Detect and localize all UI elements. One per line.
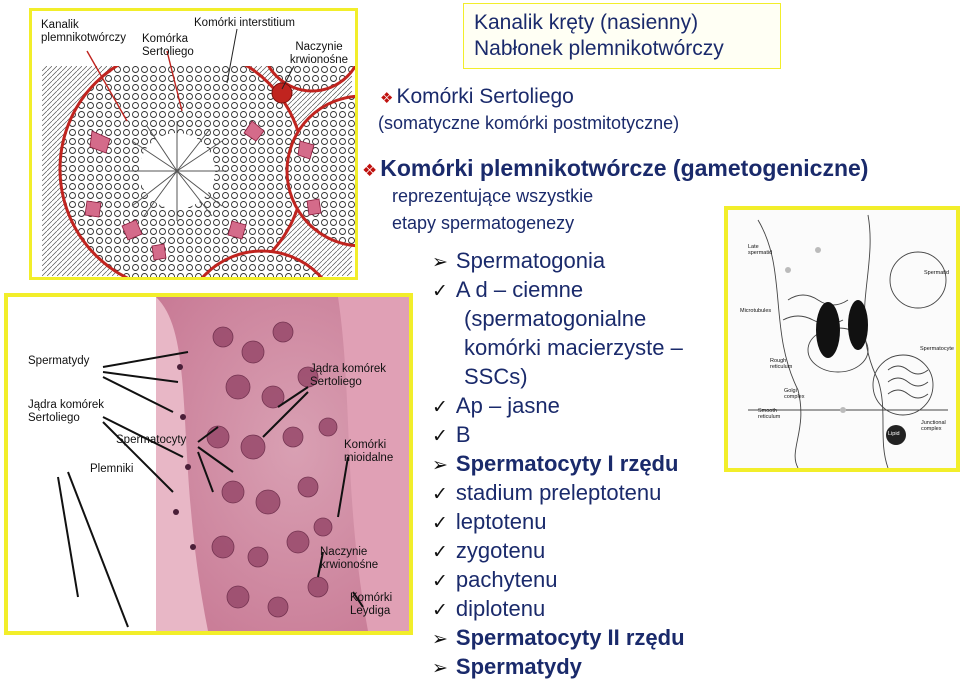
stage-list-item-text: A d – ciemne: [455, 277, 584, 302]
stage-list-item: SSCs): [464, 363, 528, 391]
stage-list-item: ✓B: [432, 421, 471, 450]
histology-micrograph-figure: Spermatydy Jądra komórek Sertoliego Sper…: [4, 293, 413, 635]
em-label-microtubules: Microtubules: [740, 308, 772, 314]
label-komorka-sertoliego: Komórka Sertoliego: [142, 33, 194, 58]
diamond-bullet-icon: ❖: [380, 89, 394, 107]
stage-list-item: ➢ Spermatocyty I rzędu: [432, 450, 678, 479]
label-kanalik: Kanalik plemnikotwórczy: [41, 19, 126, 44]
stage-list-item: ✓ pachytenu: [432, 566, 557, 595]
stage-list-item: (spermatogonialne: [464, 305, 646, 333]
checkmark-icon: ✓: [432, 425, 448, 447]
checkmark-icon: ✓: [432, 280, 448, 302]
stage-list-item: komórki macierzyste –: [464, 334, 683, 362]
label-komorki-interstitium: Komórki interstitium: [194, 17, 295, 29]
label-naczynie-krwionosne-micro: Naczynie krwionośne: [320, 546, 379, 571]
label-jadra-komorek-sertoliego-right: Jądra komórek Sertoliego: [310, 363, 387, 388]
stage-list-item: ✓ stadium preleptotenu: [432, 479, 661, 508]
em-drawing: [728, 210, 956, 468]
title-line-2: Nabłonek plemnikotwórczy: [474, 37, 724, 60]
stage-list-item: ➢ Spermatydy: [432, 653, 582, 682]
title-line-1: Kanalik kręty (nasienny): [474, 11, 699, 34]
stage-list-item: ➢ Spermatocyty II rzędu: [432, 624, 685, 653]
stage-list-item-text: Spermatogonia: [455, 248, 606, 273]
em-label-junctional-complex: Junctional complex: [921, 420, 946, 432]
stage-list-item-text: komórki macierzyste –: [464, 335, 683, 360]
em-label-lipid: Lipid: [888, 431, 900, 437]
stage-list-item: ✓ leptotenu: [432, 508, 546, 537]
sertoli-sub: (somatyczne komórki postmitotyczne): [378, 113, 680, 133]
em-label-late-spermatid: Late spermatid: [748, 244, 773, 256]
stage-list-item-text: zygotenu: [455, 538, 546, 563]
stage-list-item: ✓ diplotenu: [432, 595, 545, 624]
label-plemniki: Plemniki: [90, 463, 134, 475]
stage-list-item-text: Spermatydy: [455, 654, 582, 679]
germ-heading: ❖Komórki plemnikotwórcze (gametogeniczne…: [362, 154, 868, 185]
stage-list-item-text: leptotenu: [455, 509, 547, 534]
germ-heading-text: Komórki plemnikotwórcze (gametogeniczne): [380, 155, 869, 181]
arrow-bullet-icon: ➢: [432, 657, 448, 679]
checkmark-icon: ✓: [432, 599, 448, 621]
germ-sub-2: etapy spermatogenezy: [392, 213, 575, 233]
em-label-golgi-complex: Golgi complex: [784, 388, 805, 400]
title-box: Kanalik kręty (nasienny) Nabłonek plemni…: [463, 3, 781, 69]
tubule-schematic-drawing: [32, 11, 355, 277]
checkmark-icon: ✓: [432, 483, 448, 505]
label-komorki-leydiga: Komórki Leydiga: [350, 592, 393, 617]
stage-list-item: ✓ Ap – jasne: [432, 392, 560, 421]
stage-list-item-text: SSCs): [464, 364, 528, 389]
stage-list-item: ✓ zygotenu: [432, 537, 545, 566]
micrograph-drawing: [8, 297, 409, 631]
label-spermatocyty: Spermatocyty: [116, 434, 187, 446]
stage-list-item: ✓ A d – ciemne: [432, 276, 583, 305]
label-komorki-mioidalne: Komórki mioidalne: [344, 439, 394, 464]
stage-list-item-text: pachytenu: [455, 567, 558, 592]
stage-list-item-text: Ap – jasne: [455, 393, 560, 418]
checkmark-icon: ✓: [432, 512, 448, 534]
checkmark-icon: ✓: [432, 396, 448, 418]
stage-list-item-text: Spermatocyty II rzędu: [455, 625, 685, 650]
label-jadra-komorek-sertoliego-left: Jądra komórek Sertoliego: [28, 399, 105, 424]
arrow-bullet-icon: ➢: [432, 251, 448, 273]
tubule-schematic-figure: Kanalik plemnikotwórczy Komórka Sertolie…: [29, 8, 358, 280]
label-spermatydy: Spermatydy: [28, 355, 90, 367]
em-label-spermatid: Spermatid: [924, 270, 950, 276]
em-label-rough-reticulum: Rough reticulum: [770, 358, 793, 370]
checkmark-icon: ✓: [432, 570, 448, 592]
em-sertoli-figure: Late spermatid Spermatid Microtubules Sp…: [724, 206, 960, 472]
stage-list-item-text: stadium preleptotenu: [455, 480, 662, 505]
sertoli-heading-text: Komórki Sertoliego: [396, 85, 574, 108]
arrow-bullet-icon: ➢: [432, 454, 448, 476]
stage-list-item-text: (spermatogonialne: [464, 306, 647, 331]
sertoli-heading: ❖Komórki Sertoliego: [380, 84, 574, 111]
arrow-bullet-icon: ➢: [432, 628, 448, 650]
germ-sub-1: reprezentujące wszystkie: [392, 186, 594, 206]
em-label-smooth-reticulum: Smooth reticulum: [758, 408, 781, 420]
label-naczynie-krwionosne: Naczynie krwionośne: [289, 41, 349, 66]
diamond-bullet-icon: ❖: [362, 161, 378, 181]
stage-list-item-text: Spermatocyty I rzędu: [455, 451, 679, 476]
stage-list-item: ➢ Spermatogonia: [432, 247, 605, 276]
checkmark-icon: ✓: [432, 541, 448, 563]
stage-list-item-text: diplotenu: [455, 596, 546, 621]
em-label-spermatocyte: Spermatocyte: [920, 346, 954, 352]
stage-list-item-text: B: [455, 422, 471, 447]
